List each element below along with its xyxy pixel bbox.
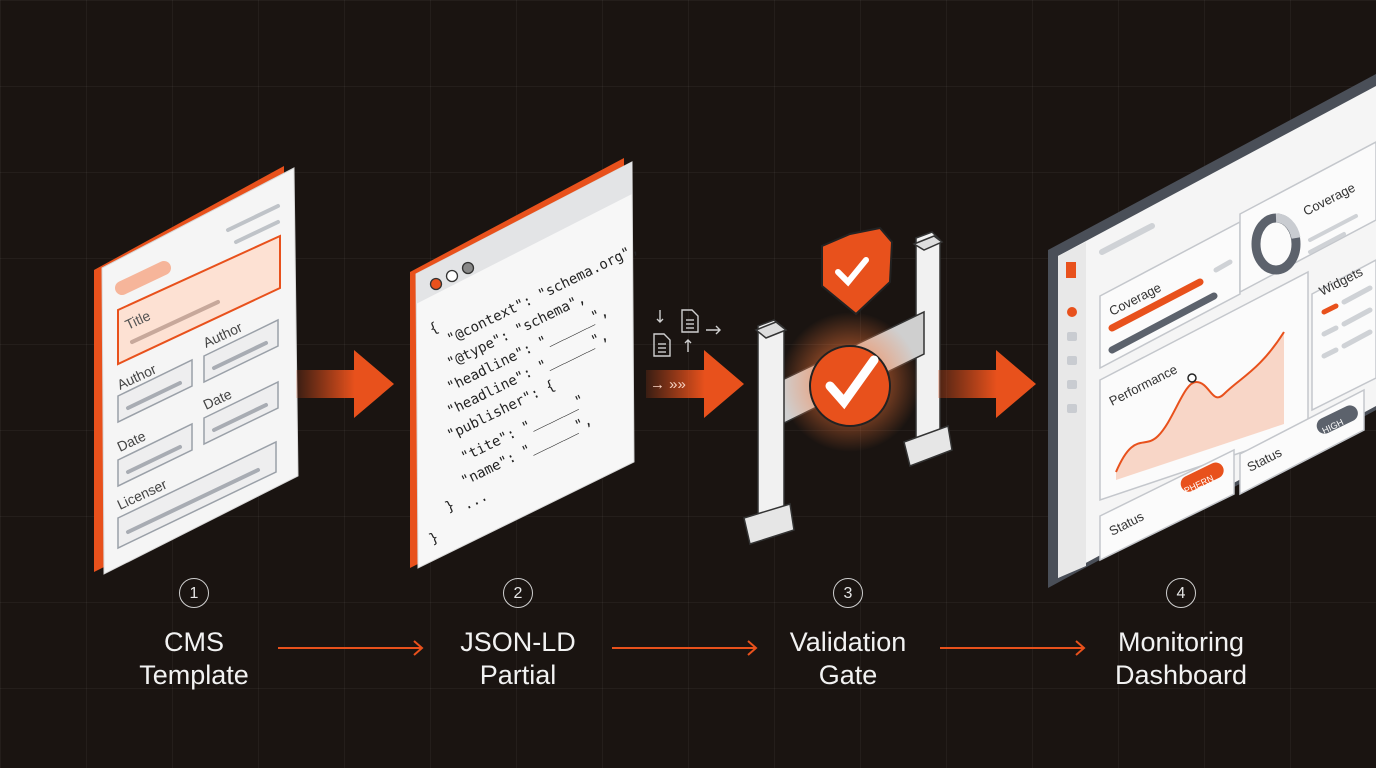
transfer-icons: → »» [646,309,744,418]
approval-check-icon [809,345,891,427]
step-label-3-line1: Validation [789,627,907,657]
validation-gate [743,226,953,545]
performance-peak-dot [1187,373,1197,383]
status-badge-orange [1180,462,1224,492]
step-number-4: 4 [1166,578,1196,608]
step-label-3: Validation Gate [718,626,978,692]
monitoring-dashboard-panel: Coverage Coverage Widgets Performance St… [1048,74,1376,588]
step-label-1-line2: Template [139,660,249,690]
connector-arrow-1 [278,640,424,656]
step-number-3: 3 [833,578,863,608]
cms-template-panel: Title Author Author Date Date Licenser [94,166,299,575]
connector-arrows [278,640,1086,656]
step-label-1: CMS Template [64,626,324,692]
step-label-4-line1: Monitoring [1117,627,1245,657]
step-label-4: Monitoring Dashboard [1051,626,1311,692]
flow-arrow-1 [296,350,394,418]
shield-check-icon [821,226,894,316]
step-label-1-line1: CMS [164,627,224,657]
chevrons-icon: → »» [650,376,686,393]
window-max-dot [461,261,475,275]
step-number-2: 2 [503,578,533,608]
chart-logo-icon [1066,262,1076,278]
flow-arrow-3 [938,350,1036,418]
json-ld-panel: { "@context": "schema.org", "@type": "sc… [410,158,641,569]
document-icon [653,309,721,357]
connector-arrow-2 [612,640,758,656]
step-label-2: JSON-LD Partial [388,626,648,692]
step-label-3-line2: Gate [818,660,878,690]
step-label-2-line1: JSON-LD [460,627,576,657]
step-label-4-line2: Dashboard [1114,660,1248,690]
step-number-1: 1 [179,578,209,608]
sidebar-active-dot [1067,307,1077,317]
status-badge-dark [1316,405,1358,434]
window-min-dot [445,269,459,283]
coverage-donut-icon [1251,213,1301,275]
window-close-dot [429,277,443,291]
step-label-2-line2: Partial [479,660,557,690]
connector-arrow-3 [940,640,1086,656]
